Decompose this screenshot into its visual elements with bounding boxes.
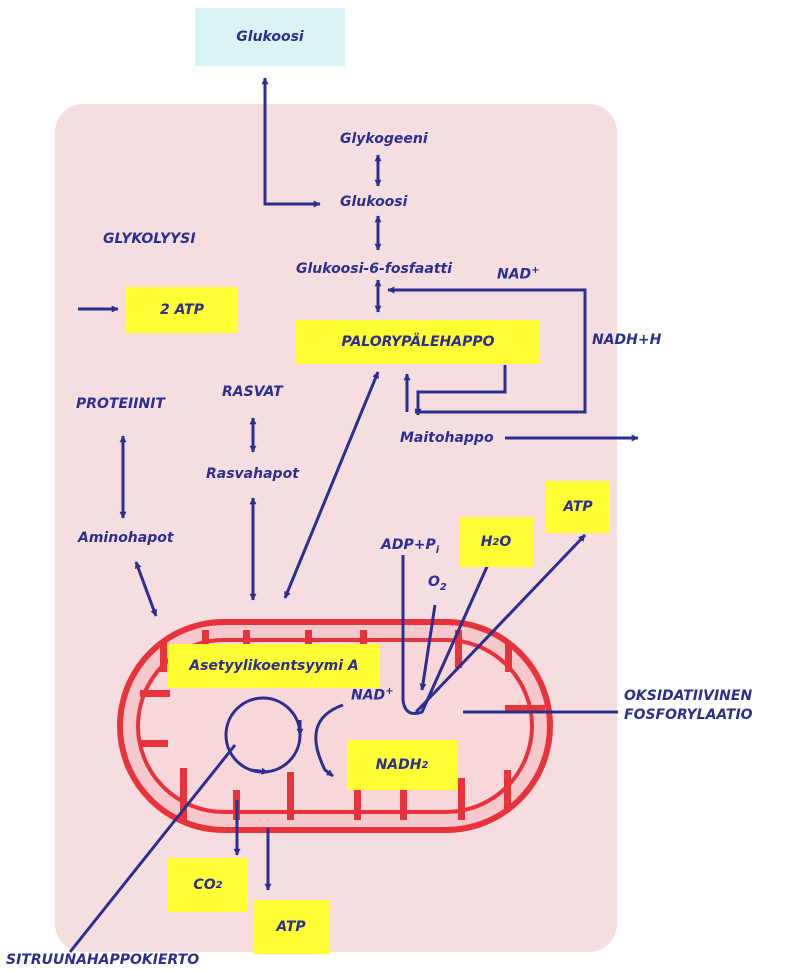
atp-glycolysis-box: 2 ATP (126, 287, 238, 333)
nad-mito-base: NAD (351, 688, 385, 704)
co2-base: CO (193, 877, 215, 893)
nadh2-base: NADH (376, 757, 422, 773)
label-rasvat: RASVAT (222, 385, 283, 399)
arrow-cycle-2 (250, 770, 268, 772)
label-glykogeeni: Glykogeeni (340, 132, 428, 146)
palorypalehappo-box: PALORYPÄLEHAPPO (296, 320, 540, 364)
h2o-o: O (499, 534, 511, 550)
label-oksidatiivinen-1: OKSIDATIIVINEN (624, 689, 752, 703)
nad-top-base: NAD (497, 267, 531, 283)
nad-mito-sup: + (385, 686, 393, 697)
label-maitohappo: Maitohappo (400, 431, 494, 445)
label-sitruunahappokierto: SITRUUNAHAPPOKIERTO (6, 953, 199, 967)
label-nad-plus-top: NAD+ (497, 266, 540, 282)
asetyylikoentsyymi-box: Asetyylikoentsyymi A (168, 644, 380, 688)
label-rasvahapot: Rasvahapot (206, 467, 299, 481)
o2-sub: 2 (440, 582, 447, 593)
adp-pi-sub: i (436, 545, 439, 556)
atp-citric-box: ATP (253, 900, 329, 954)
nad-top-sup: + (531, 265, 539, 276)
label-proteiinit: PROTEIINIT (76, 397, 165, 411)
label-aminohapot: Aminohapot (78, 531, 174, 545)
label-oksidatiivinen-2: FOSFORYLAATIO (624, 708, 753, 722)
adp-pi-base: ADP+P (381, 537, 436, 553)
label-adp-pi: ADP+Pi (381, 538, 439, 556)
label-o2: O2 (428, 575, 447, 593)
label-glukoosi: Glukoosi (340, 195, 407, 209)
label-glykolyysi: GLYKOLYYSI (103, 232, 196, 246)
nadh2-sub: 2 (421, 760, 428, 771)
atp-oxidative-box: ATP (546, 481, 610, 533)
o2-base: O (428, 574, 440, 590)
label-nadh-h: NADH+H (592, 333, 661, 347)
glucose-extracellular-box: Glukoosi (195, 8, 345, 66)
label-nad-plus-mito: NAD+ (351, 687, 394, 703)
co2-sub: 2 (216, 880, 223, 891)
label-glukoosi-6-fosfaatti: Glukoosi-6-fosfaatti (296, 262, 452, 276)
h2o-sub: 2 (492, 537, 499, 548)
h2o-h: H (481, 534, 493, 550)
